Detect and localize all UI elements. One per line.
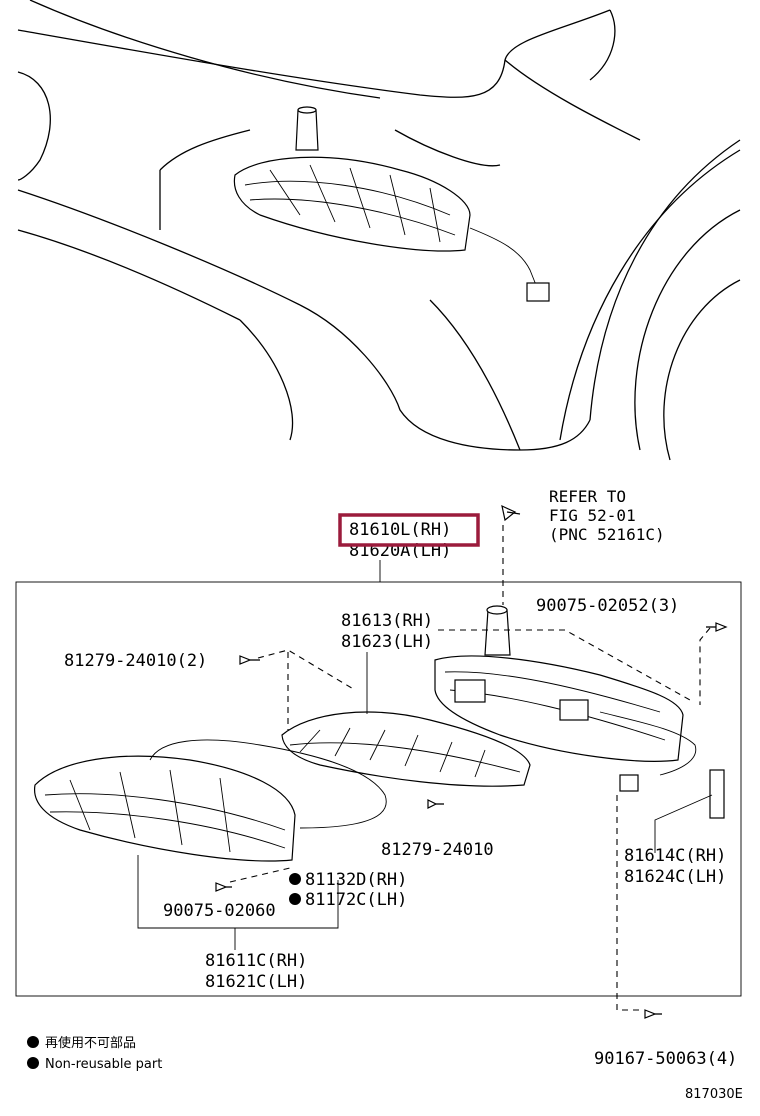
socket-rh-label: 81614C(RH) xyxy=(624,846,726,866)
assembly-kit-box xyxy=(15,581,742,997)
housing-bracket-line xyxy=(137,855,339,929)
refer-line-1: REFER TO xyxy=(549,487,626,506)
refer-clip xyxy=(501,504,521,522)
refer-line-3: (PNC 52161C) xyxy=(549,525,665,544)
upper-housing-part xyxy=(434,605,697,792)
screw-top-right-label: 90075-02052(3) xyxy=(536,596,679,616)
non-reusable-mark-rh xyxy=(289,873,301,885)
non-reusable-mark-lh xyxy=(289,893,301,905)
legend-mark-jp xyxy=(27,1036,39,1048)
lens-lh-label: 81623(LH) xyxy=(341,632,433,652)
assembly-rh-label: 81610L(RH) xyxy=(349,520,451,540)
seal-rh-label: 81132D(RH) xyxy=(305,870,407,890)
socket-bracket xyxy=(709,769,725,819)
assembly-highlight-box xyxy=(338,513,480,547)
screws xyxy=(215,622,728,1019)
housing-lh-label: 81621C(LH) xyxy=(205,972,307,992)
socket-leader xyxy=(654,794,713,853)
socket-lh-label: 81624C(LH) xyxy=(624,867,726,887)
lower-housing-part xyxy=(34,739,387,862)
seal-lh-label: 81172C(LH) xyxy=(305,890,407,910)
screw-left-label: 81279-24010(2) xyxy=(64,651,207,671)
legend-en: Non-reusable part xyxy=(45,1057,162,1072)
dashed-guides xyxy=(229,627,711,1011)
screw-bottom-left-label: 90075-02060 xyxy=(163,901,276,921)
screw-mid-label: 81279-24010 xyxy=(381,840,494,860)
refer-line-2: FIG 52-01 xyxy=(549,506,636,525)
housing-rh-label: 81611C(RH) xyxy=(205,951,307,971)
lens-rh-label: 81613(RH) xyxy=(341,611,433,631)
legend-jp: 再使用不可部品 xyxy=(45,1035,136,1051)
figure-code: 817030E xyxy=(685,1087,743,1102)
vehicle-body-outline xyxy=(17,0,741,461)
legend-mark-en xyxy=(27,1057,39,1069)
installed-lamp-illustration xyxy=(233,106,550,302)
bolt-bottom-label: 90167-50063(4) xyxy=(594,1049,737,1069)
